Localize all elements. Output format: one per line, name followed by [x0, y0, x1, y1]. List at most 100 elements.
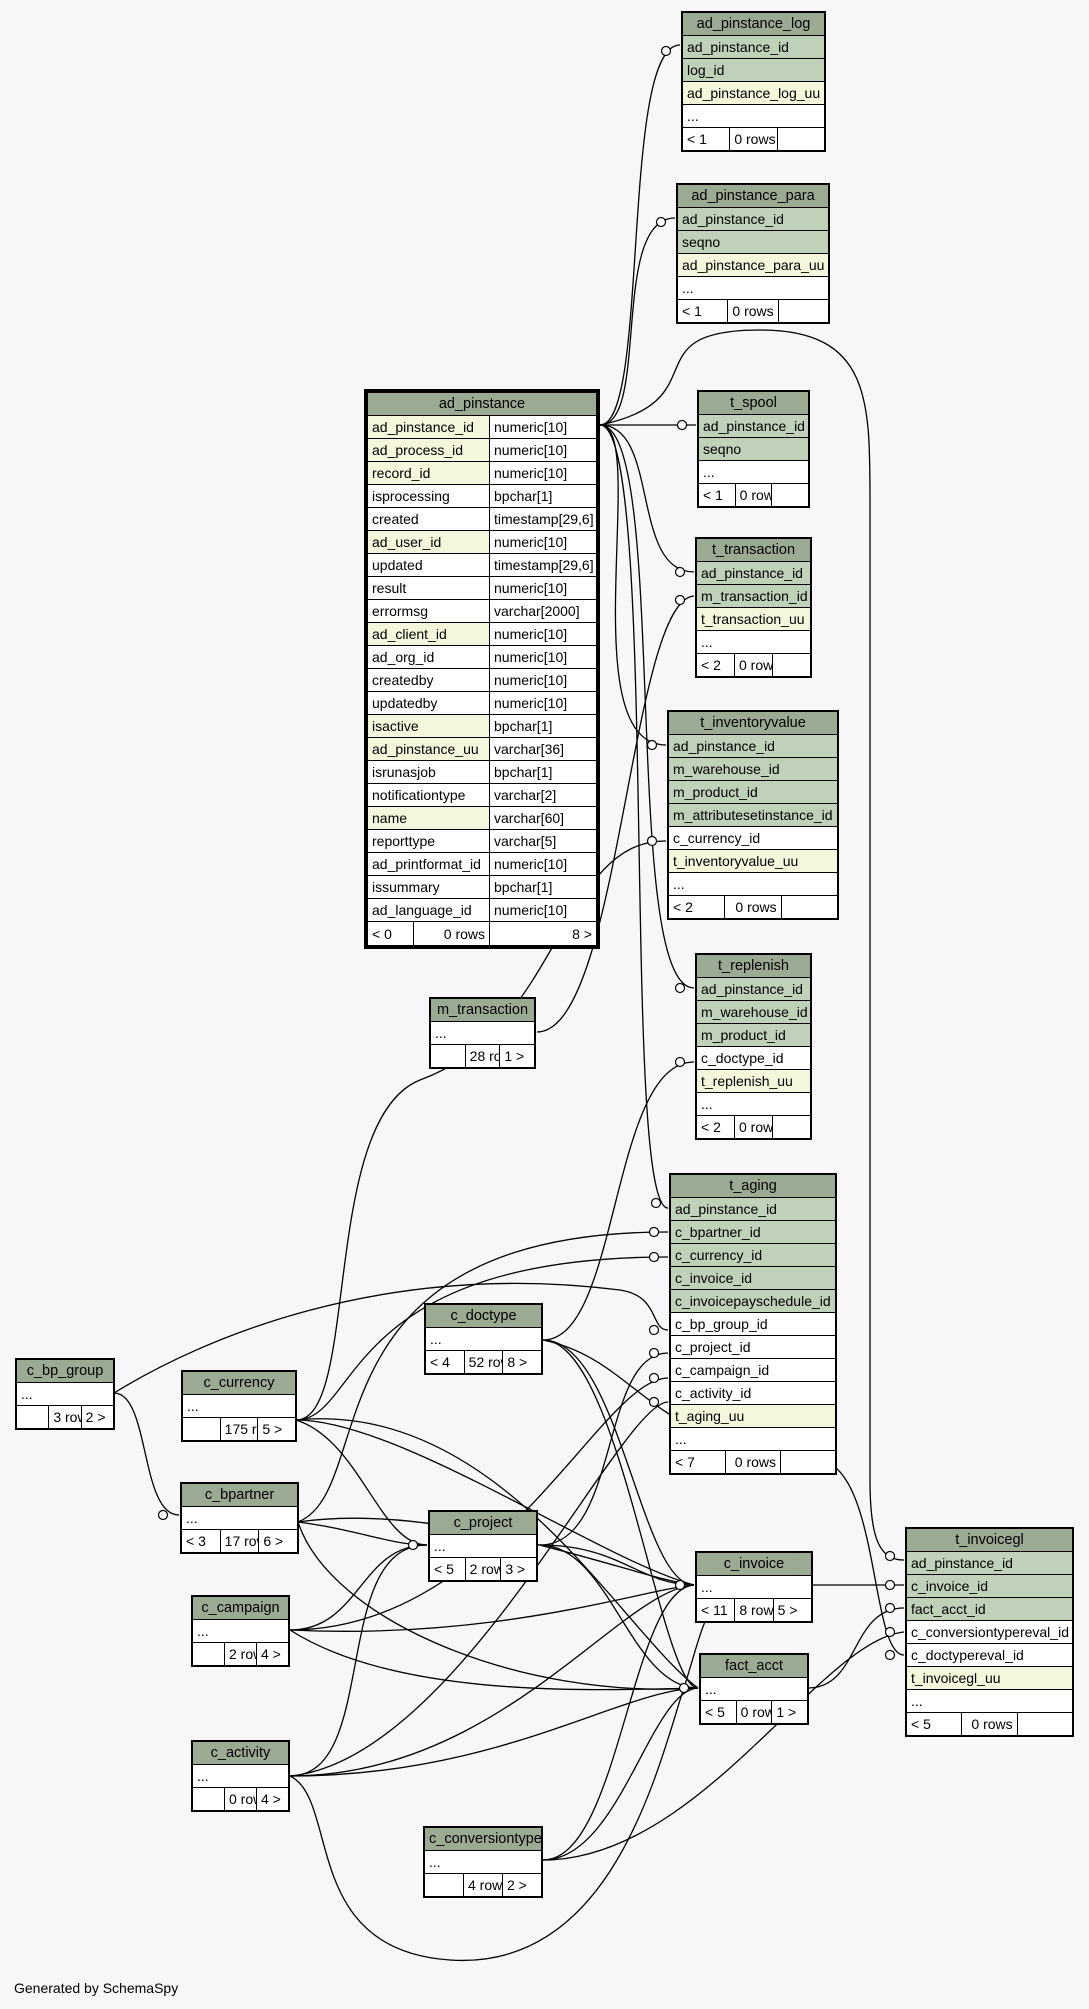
table-t_invoicegl[interactable]: t_invoicegl ad_pinstance_id c_invoice_id…: [905, 1527, 1074, 1737]
children-count[interactable]: 4 >: [256, 1787, 289, 1811]
parents-count[interactable]: < 2: [667, 895, 726, 919]
parents-count[interactable]: < 1: [698, 483, 736, 507]
children-count[interactable]: 2 >: [80, 1405, 115, 1429]
children-count[interactable]: 2 >: [502, 1873, 542, 1897]
table-title[interactable]: c_currency: [182, 1371, 296, 1395]
column-type: numeric[10]: [489, 691, 597, 715]
children-count[interactable]: [1016, 1712, 1074, 1736]
column-name: ad_pinstance_id: [698, 414, 809, 438]
table-title[interactable]: t_transaction: [696, 538, 811, 562]
parents-count[interactable]: [430, 1044, 466, 1068]
table-title[interactable]: t_inventoryvalue: [668, 711, 838, 735]
children-count[interactable]: [780, 895, 839, 919]
parents-count[interactable]: [192, 1642, 225, 1666]
table-title[interactable]: c_bpartner: [181, 1483, 298, 1507]
table-fact_acct[interactable]: fact_acct ... < 50 rows1 >: [699, 1653, 809, 1725]
parents-count[interactable]: < 7: [670, 1450, 726, 1474]
column-name: c_bp_group_id: [670, 1312, 836, 1336]
children-count[interactable]: 4 >: [256, 1642, 289, 1666]
table-title[interactable]: m_transaction: [430, 998, 535, 1022]
table-title[interactable]: t_invoicegl: [906, 1528, 1073, 1552]
children-count[interactable]: [772, 1115, 811, 1139]
children-count[interactable]: 1 >: [499, 1044, 535, 1068]
parents-count[interactable]: < 1: [681, 127, 731, 151]
table-t_aging[interactable]: t_aging ad_pinstance_id c_bpartner_id c_…: [669, 1173, 837, 1475]
table-title[interactable]: c_campaign: [192, 1596, 289, 1620]
parents-count[interactable]: [182, 1417, 221, 1441]
table-title[interactable]: t_aging: [670, 1174, 836, 1198]
parents-count[interactable]: < 5: [905, 1712, 963, 1736]
children-count[interactable]: 6 >: [258, 1529, 298, 1553]
table-title[interactable]: ad_pinstance_log: [682, 12, 825, 36]
children-count[interactable]: [771, 483, 809, 507]
parents-count[interactable]: < 2: [696, 1115, 735, 1139]
table-c_activity[interactable]: c_activity ... 0 rows4 >: [191, 1740, 290, 1812]
children-count[interactable]: 8 >: [489, 921, 597, 946]
table-c_conversiontype[interactable]: c_conversiontype ... 4 rows2 >: [423, 1826, 543, 1898]
children-count[interactable]: 3 >: [500, 1557, 537, 1581]
table-c_bp_group[interactable]: c_bp_group ... 3 rows2 >: [15, 1358, 115, 1430]
table-t_inventoryvalue[interactable]: t_inventoryvalue ad_pinstance_id m_wareh…: [667, 710, 839, 920]
row-count: 0 rows: [734, 483, 773, 507]
column-ellipsis: ...: [16, 1382, 114, 1406]
table-title[interactable]: c_bp_group: [16, 1359, 114, 1383]
table-title[interactable]: c_invoice: [696, 1552, 812, 1576]
column-ellipsis: ...: [192, 1764, 289, 1788]
edge-ad_pinstance-replenish: [599, 424, 695, 989]
table-title[interactable]: c_project: [429, 1511, 537, 1535]
table-c_campaign[interactable]: c_campaign ... 2 rows4 >: [191, 1595, 290, 1667]
table-c_bpartner[interactable]: c_bpartner ... < 317 rows6 >: [180, 1482, 299, 1554]
column-ellipsis: ...: [429, 1534, 537, 1558]
children-count[interactable]: [780, 1450, 836, 1474]
table-title[interactable]: c_activity: [192, 1741, 289, 1765]
column-name: c_project_id: [670, 1335, 836, 1359]
column-type: numeric[10]: [489, 461, 597, 485]
parents-count[interactable]: < 2: [696, 653, 735, 677]
parents-count[interactable]: < 4: [425, 1350, 465, 1374]
column-type: timestamp[29,6]: [489, 507, 597, 531]
table-title[interactable]: c_doctype: [425, 1304, 542, 1328]
children-count[interactable]: [777, 299, 830, 323]
table-m_transaction[interactable]: m_transaction ... 28 rows1 >: [429, 997, 536, 1069]
children-count[interactable]: 5 >: [772, 1598, 813, 1622]
table-title[interactable]: t_spool: [698, 391, 809, 415]
table-c_project[interactable]: c_project ... < 52 rows3 >: [428, 1510, 538, 1582]
column-name: ad_pinstance_id: [696, 977, 811, 1001]
table-title[interactable]: c_conversiontype: [424, 1827, 542, 1851]
table-c_invoice[interactable]: c_invoice ... < 118 rows5 >: [695, 1551, 813, 1623]
table-t_replenish[interactable]: t_replenish ad_pinstance_id m_warehouse_…: [695, 953, 812, 1140]
column-ellipsis: ...: [700, 1677, 808, 1701]
parents-count[interactable]: [192, 1787, 225, 1811]
column-name: ad_pinstance_id: [677, 207, 829, 231]
table-title[interactable]: ad_pinstance: [367, 392, 597, 416]
table-ad_pinstance_log[interactable]: ad_pinstance_log ad_pinstance_id log_id …: [681, 11, 826, 152]
column-type: varchar[5]: [489, 829, 597, 853]
parents-count[interactable]: [424, 1873, 464, 1897]
children-count[interactable]: 1 >: [771, 1700, 808, 1724]
parents-count[interactable]: < 5: [700, 1700, 737, 1724]
row-count: 0 rows: [961, 1712, 1018, 1736]
children-count[interactable]: 5 >: [257, 1417, 296, 1441]
parents-count[interactable]: < 1: [676, 299, 729, 323]
parents-count[interactable]: < 0: [368, 922, 414, 945]
parents-count[interactable]: < 3: [181, 1529, 221, 1553]
parents-count[interactable]: < 11: [695, 1598, 736, 1622]
edge-conversiontype-invoice: [542, 1584, 695, 1861]
table-title[interactable]: fact_acct: [700, 1654, 808, 1678]
table-title[interactable]: ad_pinstance_para: [677, 184, 829, 208]
row-count: 0 rows: [725, 1450, 781, 1474]
children-count[interactable]: 8 >: [502, 1350, 542, 1374]
children-count[interactable]: [776, 127, 826, 151]
table-ad_pinstance_para[interactable]: ad_pinstance_para ad_pinstance_id seqno …: [676, 183, 830, 324]
table-c_currency[interactable]: c_currency ... 175 rows5 >: [181, 1370, 297, 1442]
row-count: 0 rows: [735, 1700, 773, 1724]
parents-count[interactable]: [15, 1405, 50, 1429]
table-title[interactable]: t_replenish: [696, 954, 811, 978]
column-name: ad_pinstance_id: [367, 415, 490, 439]
children-count[interactable]: [772, 653, 811, 677]
table-t_transaction[interactable]: t_transaction ad_pinstance_id m_transact…: [695, 537, 812, 678]
parents-count[interactable]: < 5: [429, 1557, 466, 1581]
